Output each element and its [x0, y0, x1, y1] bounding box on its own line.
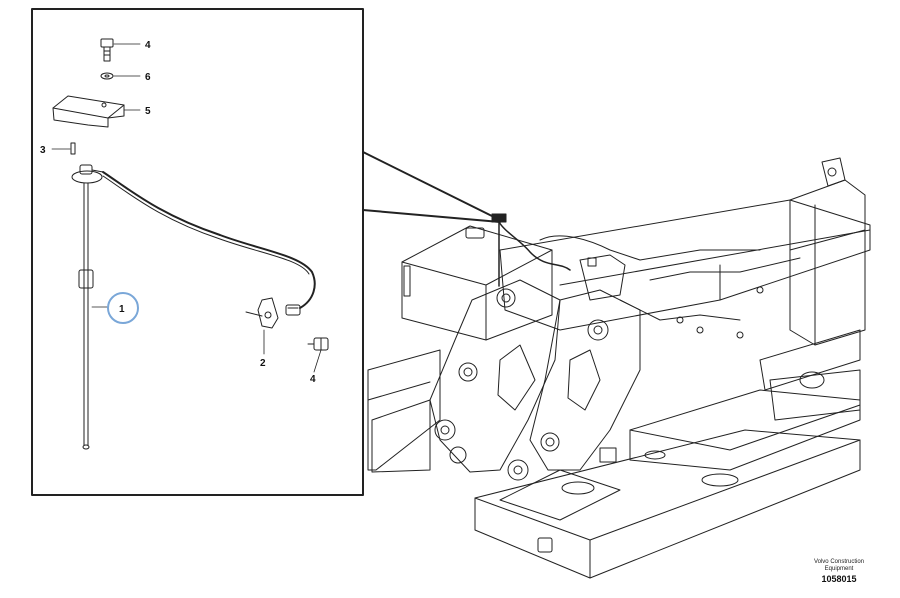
callout-3: 3 — [40, 145, 46, 156]
clamp-part-2 — [245, 297, 279, 329]
brand-name-line2: Equipment — [824, 566, 854, 572]
bolt-part-4-bottom — [307, 337, 329, 351]
cable-connector — [285, 304, 301, 316]
sensor-head — [71, 164, 104, 184]
brand-block: Volvo Construction Equipment 1058015 — [814, 559, 864, 585]
detail-inset-frame — [31, 8, 364, 496]
callout-2: 2 — [260, 358, 266, 369]
callout-highlight-circle — [107, 292, 139, 324]
level-sensor-rod-part-1 — [78, 182, 94, 450]
bracket-part-5 — [52, 95, 125, 128]
zoom-leader-lines — [362, 151, 501, 223]
callout-4-top: 4 — [145, 40, 151, 51]
washer-part-6 — [100, 72, 114, 80]
callout-leaders — [51, 43, 322, 373]
callout-1: 1 — [119, 304, 125, 315]
callout-6: 6 — [145, 72, 151, 83]
machine-frame — [367, 157, 871, 579]
drawing-code: 1058015 — [821, 574, 857, 584]
callout-4-bottom: 4 — [310, 374, 316, 385]
callout-5: 5 — [145, 106, 151, 117]
brand-name-line1: Volvo Construction — [813, 559, 864, 565]
bolt-part-4-top — [100, 38, 114, 62]
pin-part-3 — [70, 142, 76, 155]
sensor-cable — [102, 171, 316, 309]
